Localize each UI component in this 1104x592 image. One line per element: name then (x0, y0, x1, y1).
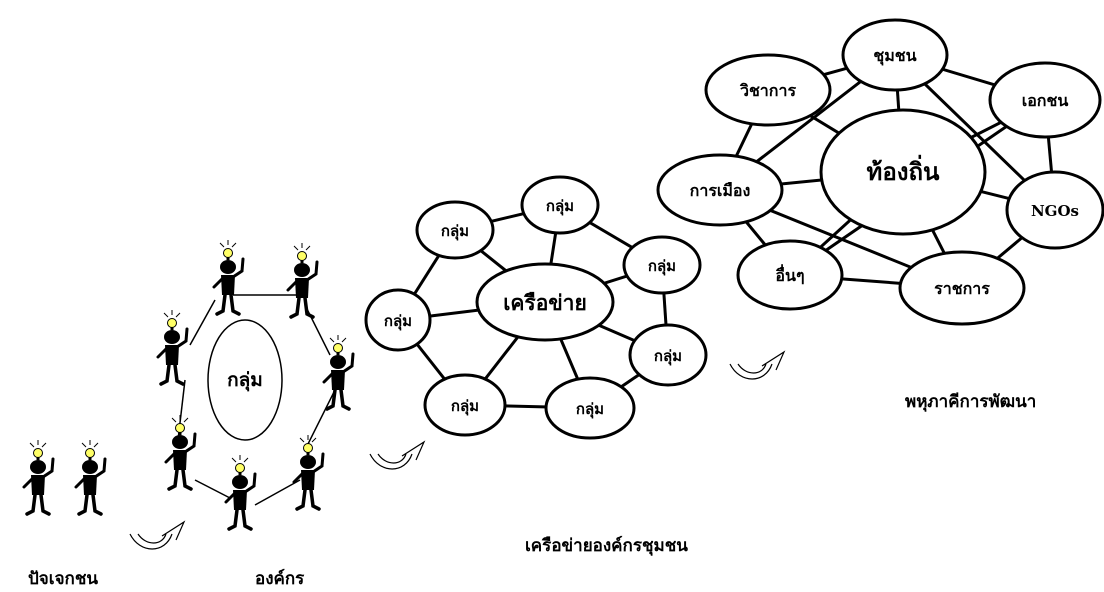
individual-stage (22, 438, 107, 516)
person-with-lightbulb-icon (286, 241, 319, 319)
partner-node-ngos (1005, 170, 1104, 250)
partner-node-private (988, 61, 1102, 139)
organization-caption: องค์กร (255, 569, 305, 589)
partner-label: ชุมชน (873, 46, 916, 66)
network-group-label: กลุ่ม (576, 400, 604, 419)
person-with-lightbulb-icon (74, 438, 107, 516)
person-with-lightbulb-icon (292, 433, 325, 511)
curved-arrow-icon (129, 521, 185, 550)
partner-node-academic (704, 53, 832, 127)
person-with-lightbulb-icon (156, 308, 189, 386)
network-group-node (622, 235, 702, 295)
person-with-lightbulb-icon (164, 413, 197, 491)
person-with-lightbulb-icon (212, 238, 245, 316)
network-group-label: กลุ่ม (654, 347, 682, 366)
pluralism-center-label: ท้องถิ่น (867, 154, 940, 186)
partner-label: อื่นๆ (775, 264, 805, 285)
network-group-label: กลุ่ม (451, 397, 479, 416)
person-with-lightbulb-icon (322, 333, 355, 411)
partner-label: ราชการ (934, 279, 990, 298)
network-stage: เครือข่าย กลุ่ม กลุ่ม กลุ่ม กลุ่ม กลุ่ม … (364, 175, 708, 440)
network-group-node (364, 288, 432, 352)
partner-node-others (736, 239, 844, 311)
organization-center-label: กลุ่ม (227, 369, 263, 392)
organization-group-node (207, 319, 283, 441)
network-group-label: กลุ่ม (441, 222, 469, 241)
partner-label: วิชาการ (739, 81, 797, 100)
network-group-node (520, 175, 600, 235)
pluralism-center-node (819, 108, 987, 236)
person-with-lightbulb-icon (22, 438, 55, 516)
network-group-node (544, 376, 636, 440)
partner-node-government (898, 250, 1026, 326)
network-center-node (475, 262, 615, 342)
pluralism-stage: ท้องถิ่น ชุมชน วิชาการ เอกชน การเมือง NG… (656, 18, 1104, 326)
network-group-node (628, 323, 708, 387)
partner-label: NGOs (1031, 202, 1079, 220)
person-with-lightbulb-icon (224, 453, 257, 531)
organization-stage: กลุ่ม (156, 238, 355, 531)
partner-label: การเมือง (690, 181, 751, 200)
partner-node-community (841, 18, 949, 92)
network-center-label: เครือข่าย (503, 290, 587, 315)
partner-label: เอกชน (1022, 91, 1069, 110)
network-group-label: กลุ่ม (384, 312, 412, 331)
network-caption: เครือข่ายองค์กรชุมชน (525, 536, 688, 556)
individual-caption: ปัจเจกชน (28, 569, 98, 589)
partner-node-politics (656, 153, 784, 227)
network-group-node (423, 373, 507, 437)
network-group-node (415, 200, 495, 260)
pluralism-caption: พหุภาคีการพัฒนา (905, 392, 1037, 412)
network-group-label: กลุ่ม (546, 197, 574, 216)
curved-arrow-icon (369, 441, 425, 470)
network-group-label: กลุ่ม (648, 257, 676, 276)
curved-arrow-icon (729, 351, 785, 380)
